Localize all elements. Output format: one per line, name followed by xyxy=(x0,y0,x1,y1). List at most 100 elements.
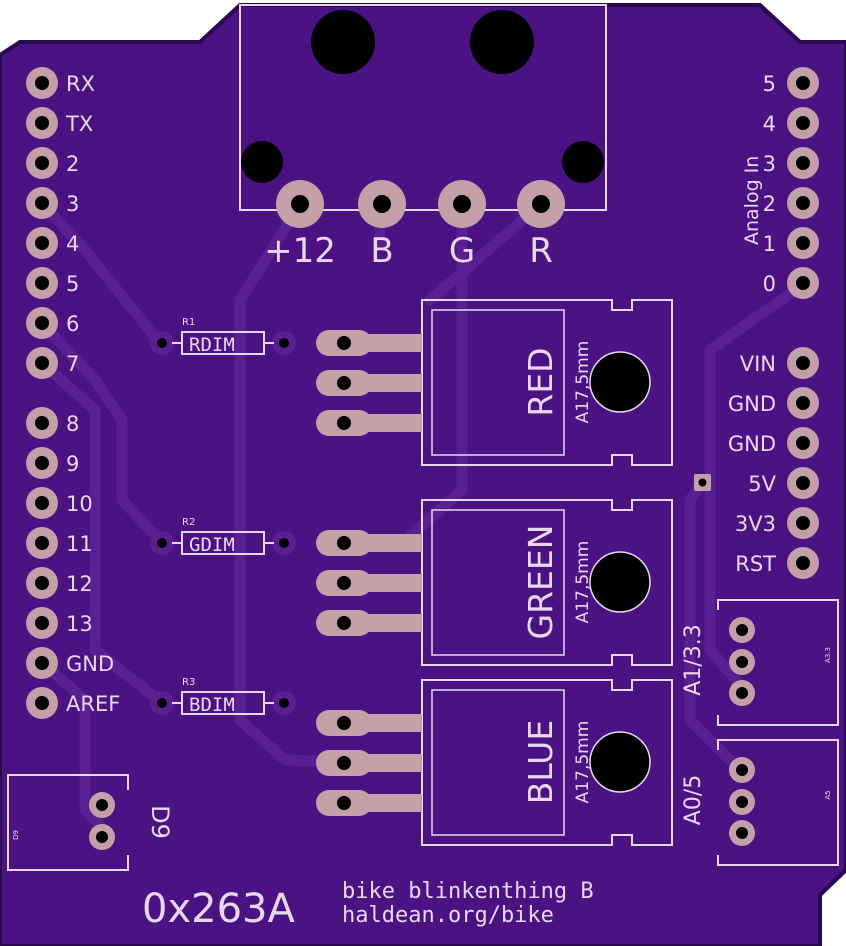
jst-ref: D9 xyxy=(12,830,20,840)
transistor-name: BLUE xyxy=(521,720,560,804)
header-pin xyxy=(26,67,58,99)
header-pin xyxy=(26,607,58,639)
pin-label: 1 xyxy=(763,232,776,256)
analog-in-label: Analog In xyxy=(741,156,763,245)
header-pin xyxy=(26,107,58,139)
power-pin xyxy=(787,547,819,579)
connector-pin xyxy=(276,180,324,228)
pin-label: 9 xyxy=(66,452,79,476)
transistor: BLUE A17,5mm xyxy=(316,679,673,846)
header-pin xyxy=(26,347,58,379)
resistor-value: GDIM xyxy=(189,534,235,556)
pin-label: 5V xyxy=(748,472,776,496)
resistor-ref: R3 xyxy=(182,677,195,688)
analog-pin xyxy=(787,187,819,219)
jst-label: D9 xyxy=(146,805,174,839)
transistor-name: RED xyxy=(521,347,560,416)
resistor-ref: R1 xyxy=(182,317,195,328)
power-pin xyxy=(787,427,819,459)
connector-label: B xyxy=(370,231,393,271)
trace xyxy=(234,199,351,768)
trace xyxy=(36,317,168,549)
resistor-ref: R2 xyxy=(182,517,195,528)
pin-label: GND xyxy=(728,432,776,456)
header-pin xyxy=(26,267,58,299)
analog-pin xyxy=(787,67,819,99)
board-name: bike blinkenthing B xyxy=(342,879,594,904)
resistor-value: RDIM xyxy=(189,334,235,356)
header-pin xyxy=(26,487,58,519)
transistor-package: A17,5mm xyxy=(573,721,593,804)
header-pin xyxy=(26,187,58,219)
pin-label: 8 xyxy=(66,412,79,436)
board-url: haldean.org/bike xyxy=(342,903,554,928)
pin-label: 7 xyxy=(66,352,79,376)
trace xyxy=(424,199,546,306)
connector-pin xyxy=(438,180,486,228)
header-pin xyxy=(26,447,58,479)
power-pin xyxy=(787,347,819,379)
power-pin xyxy=(787,507,819,539)
trace xyxy=(36,657,106,831)
header-pin xyxy=(26,647,58,679)
pin-label: 3 xyxy=(763,152,776,176)
trace xyxy=(36,357,168,709)
transistor: RED A17,5mm xyxy=(316,299,673,466)
pin-label: TX xyxy=(65,112,93,136)
pin-label: 4 xyxy=(763,112,776,136)
jst-ref: A3.3 xyxy=(824,647,832,663)
connector-label: R xyxy=(529,231,553,271)
mount-hole xyxy=(562,141,604,183)
mount-hole xyxy=(470,10,534,74)
pin-label: 13 xyxy=(66,612,93,636)
analog-pin xyxy=(787,267,819,299)
analog-pin xyxy=(787,227,819,259)
pin-label: 3 xyxy=(66,192,79,216)
pin-label: RST xyxy=(735,552,776,576)
pin-label: 5 xyxy=(763,72,776,96)
header-pin xyxy=(26,407,58,439)
transistor-package: A17,5mm xyxy=(573,341,593,424)
resistor-value: BDIM xyxy=(189,694,235,716)
connector-pin xyxy=(517,180,565,228)
pin-label: 6 xyxy=(66,312,79,336)
pin-label: 11 xyxy=(66,532,93,556)
header-pin xyxy=(26,307,58,339)
mount-hole xyxy=(311,10,375,74)
header-pin xyxy=(26,147,58,179)
header-pin xyxy=(26,527,58,559)
connector-label: +12 xyxy=(264,231,336,271)
power-pin xyxy=(787,387,819,419)
pin-label: 12 xyxy=(66,572,93,596)
connector-pin xyxy=(358,180,406,228)
mount-hole xyxy=(241,141,283,183)
analog-pin xyxy=(787,147,819,179)
transistor-name: GREEN xyxy=(521,525,560,640)
trace xyxy=(36,197,166,349)
power-pin xyxy=(787,467,819,499)
pin-label: RX xyxy=(66,72,95,96)
header-pin xyxy=(26,227,58,259)
jst-label: A1/3.3 xyxy=(681,624,706,695)
via-hole xyxy=(698,478,707,487)
jst-label: A0/5 xyxy=(681,775,706,825)
pin-label: GND xyxy=(728,392,776,416)
pin-label: 3V3 xyxy=(735,512,776,536)
trace xyxy=(704,277,811,696)
pin-label: 4 xyxy=(66,232,79,256)
connector-outline xyxy=(239,4,607,211)
